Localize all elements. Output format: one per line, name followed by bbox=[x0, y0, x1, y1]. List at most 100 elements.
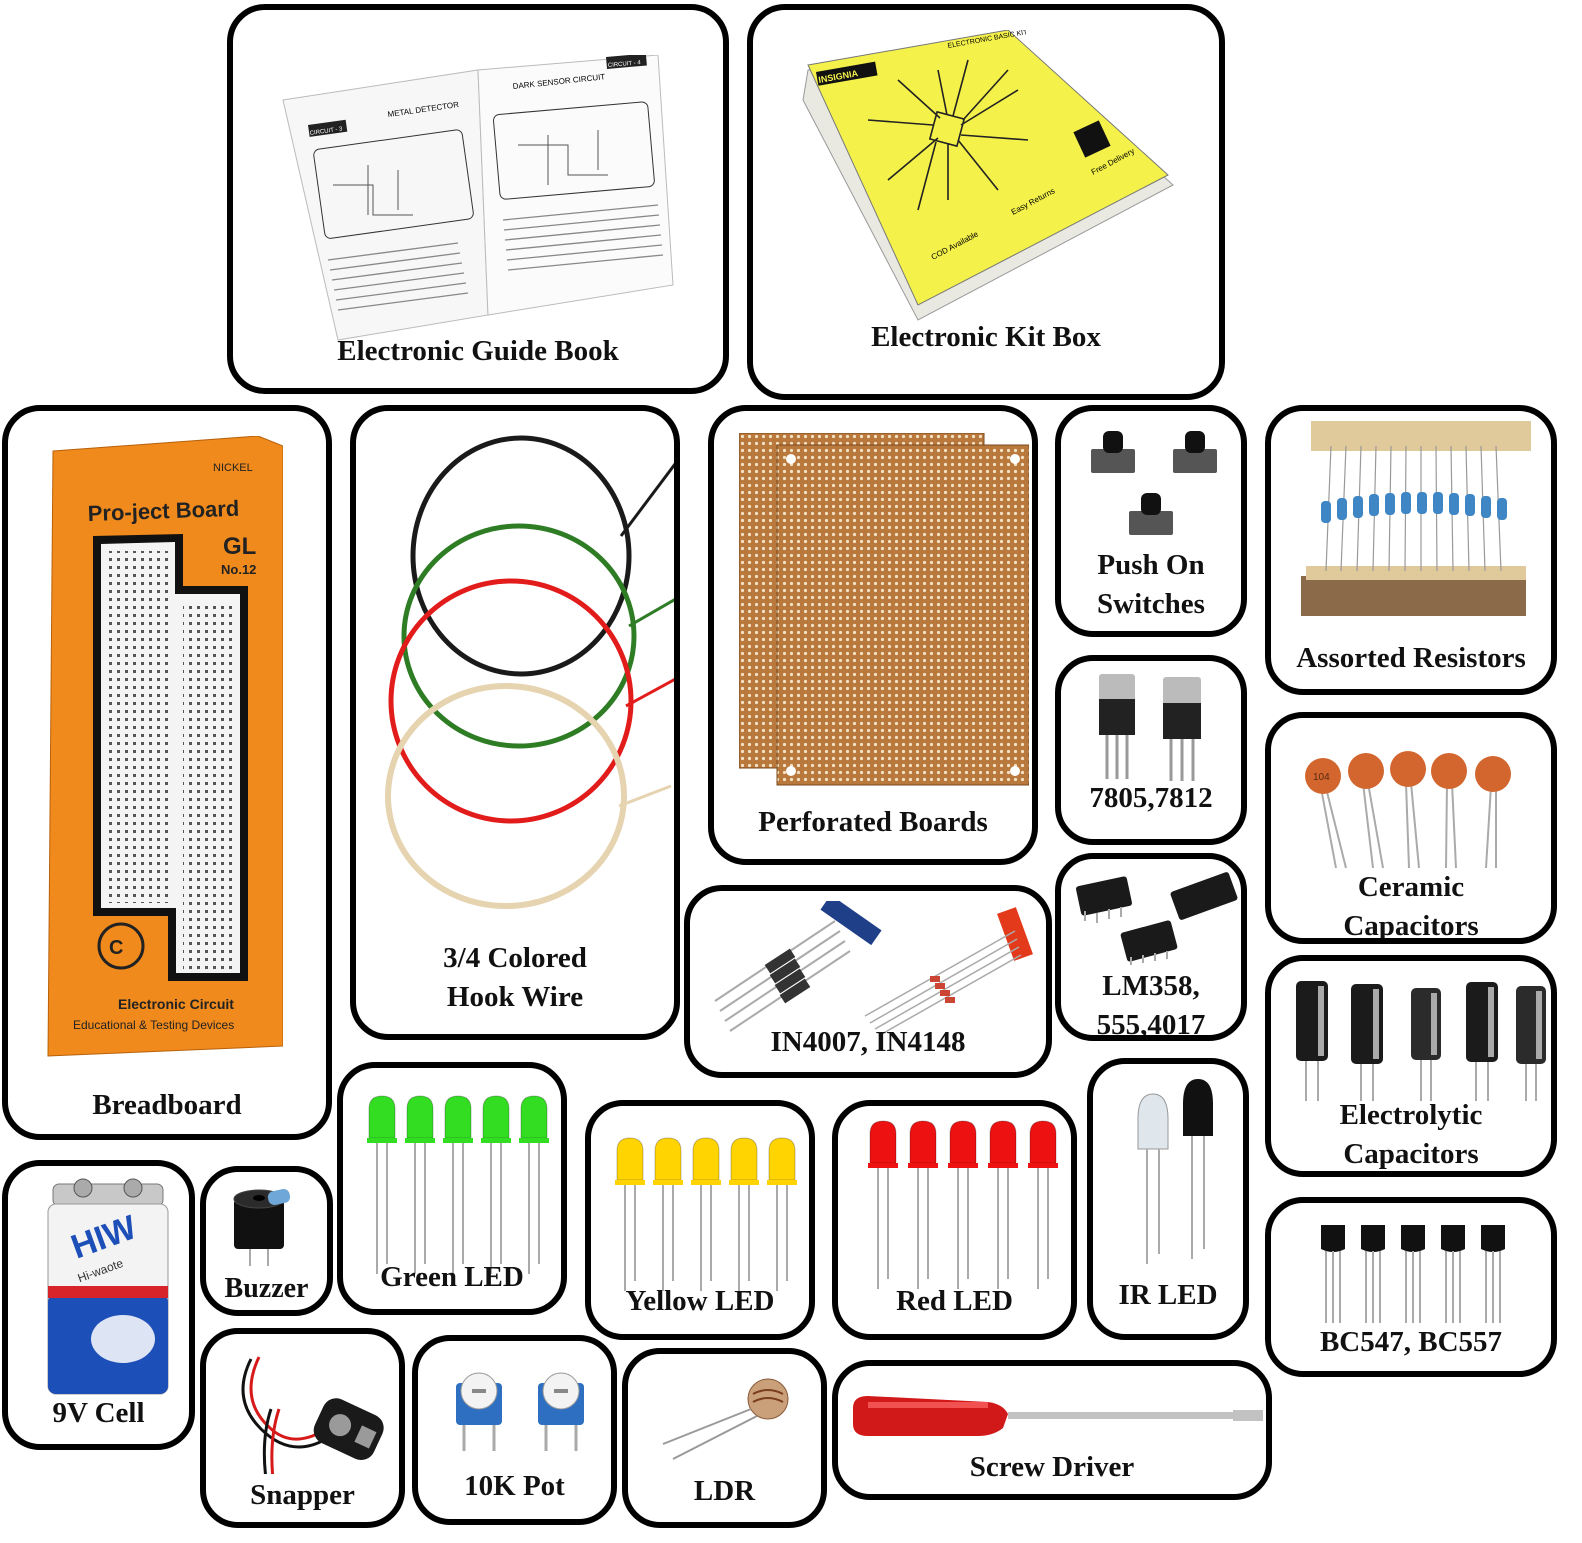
red-led-label: Red LED bbox=[896, 1285, 1013, 1317]
screwdriver-image bbox=[853, 1396, 1263, 1436]
breadboard-holes bbox=[109, 551, 235, 969]
breadboard-card: NICKEL Pro-ject Board GL No.12 C Electro… bbox=[2, 405, 332, 1140]
ir-led-card: IR LED bbox=[1087, 1058, 1249, 1340]
breadboard-nickel: NICKEL bbox=[213, 462, 253, 474]
electrolytic-caps-card: Electrolytic Capacitors bbox=[1265, 955, 1557, 1177]
green-led-card: Green LED bbox=[337, 1062, 567, 1315]
push-switches-label: Push On Switches bbox=[1061, 546, 1241, 624]
yellow-led-card: Yellow LED bbox=[585, 1100, 815, 1340]
kit-box-label: Electronic Kit Box bbox=[871, 321, 1101, 353]
led bbox=[481, 1095, 511, 1274]
led bbox=[653, 1137, 683, 1291]
hook-wire-label-line2: Hook Wire bbox=[446, 981, 584, 1014]
ldr-image bbox=[662, 1378, 789, 1460]
led bbox=[691, 1137, 721, 1291]
guide-book-image: METAL DETECTOR DARK SENSOR CIRCUIT CIRCU… bbox=[282, 55, 674, 341]
led bbox=[1028, 1120, 1058, 1289]
led bbox=[519, 1095, 549, 1274]
red-wire-coil bbox=[388, 578, 634, 824]
resistors-card: Assorted Resistors bbox=[1265, 405, 1557, 695]
led bbox=[367, 1095, 397, 1274]
hook-wire-label: 3/4 Colored Hook Wire bbox=[356, 939, 674, 1017]
screwdriver-label: Screw Driver bbox=[969, 1451, 1135, 1483]
diodes-card: IN4007, IN4148 bbox=[684, 885, 1052, 1078]
electrolytic-cap-cans bbox=[1296, 981, 1546, 1064]
book-left-tag: CIRCUIT - 3 bbox=[309, 126, 343, 137]
breadboard-tagline: Educational & Testing Devices bbox=[73, 1018, 234, 1032]
led bbox=[948, 1120, 978, 1289]
white-wire-coil bbox=[385, 683, 627, 909]
diode-strip-4148 bbox=[864, 907, 1033, 1036]
ceramic-caps-label-line2: Capacitors bbox=[1343, 910, 1479, 943]
buzzer-image bbox=[233, 1188, 291, 1266]
green-wire-coil bbox=[401, 523, 637, 749]
kit-box-image: INSIGNIA ELECTRONIC BASIC KIT COD Availa… bbox=[802, 30, 1174, 321]
diodes-label: IN4007, IN4148 bbox=[770, 1026, 966, 1058]
ics-label-line1: LM358, bbox=[1102, 970, 1200, 1002]
breadboard-label: Breadboard bbox=[92, 1089, 242, 1121]
ic-chips bbox=[1076, 872, 1238, 962]
ceramic-caps-card: 104 Ceramic Capacitors bbox=[1265, 712, 1557, 944]
ldr-label: LDR bbox=[693, 1475, 756, 1507]
push-switches-card: Push On Switches bbox=[1055, 405, 1247, 637]
perf-boards-card: Perforated Boards bbox=[708, 405, 1038, 865]
led bbox=[405, 1095, 435, 1274]
ir-receiver-led bbox=[1183, 1079, 1213, 1259]
breadboard-subtitle: Electronic Circuit bbox=[118, 996, 234, 1012]
transistor-parts bbox=[1321, 1225, 1505, 1323]
guide-book-card: METAL DETECTOR DARK SENSOR CIRCUIT CIRCU… bbox=[227, 4, 729, 394]
resistors-label: Assorted Resistors bbox=[1296, 642, 1526, 674]
ics-label: LM358, 555,4017 bbox=[1061, 967, 1241, 1035]
svg-text:C: C bbox=[109, 937, 123, 959]
electrolytic-caps-label-line1: Electrolytic bbox=[1339, 1099, 1483, 1131]
screwdriver-shaft bbox=[1008, 1412, 1238, 1419]
black-wire-coil bbox=[410, 435, 632, 677]
diodes-image bbox=[714, 901, 1033, 1036]
breadboard-image: NICKEL Pro-ject Board GL No.12 C Electro… bbox=[47, 436, 283, 1057]
ir-led-image bbox=[1137, 1079, 1213, 1264]
electrolytic-caps-image bbox=[1296, 981, 1546, 1101]
green-led-image bbox=[367, 1095, 549, 1274]
snapper-image bbox=[241, 1356, 384, 1474]
electrolytic-caps-label-line2: Capacitors bbox=[1343, 1138, 1479, 1171]
buzzer-label: Buzzer bbox=[224, 1273, 309, 1304]
push-switch bbox=[1091, 431, 1217, 535]
transistor bbox=[1481, 1225, 1505, 1323]
perf-board-front bbox=[776, 444, 1029, 786]
trimmer-pot bbox=[456, 1372, 584, 1451]
snapper-label: Snapper bbox=[250, 1479, 355, 1511]
battery-image: HIW Hi-waote bbox=[47, 1178, 169, 1395]
battery-label: 9V Cell bbox=[52, 1397, 145, 1429]
led bbox=[615, 1137, 645, 1291]
breadboard-title: Pro-ject Board bbox=[87, 496, 239, 526]
regulator-7812 bbox=[1163, 677, 1201, 781]
diode-strip-4007 bbox=[714, 901, 882, 1032]
hook-wire-image bbox=[385, 435, 674, 909]
guide-book-label: Electronic Guide Book bbox=[337, 335, 619, 367]
resistors-image bbox=[1301, 421, 1531, 616]
electrolytic-caps-label: Electrolytic Capacitors bbox=[1271, 1096, 1551, 1171]
kit-box-lid bbox=[807, 30, 1169, 306]
led bbox=[908, 1120, 938, 1289]
book-right-tag: CIRCUIT - 4 bbox=[608, 60, 642, 69]
buzzer-card: Buzzer bbox=[200, 1166, 333, 1316]
regulators-image bbox=[1099, 674, 1201, 781]
regulators-card: 7805,7812 bbox=[1055, 655, 1247, 845]
transistor bbox=[1321, 1225, 1345, 1323]
push-switches-image bbox=[1091, 431, 1217, 535]
transistor bbox=[1401, 1225, 1425, 1323]
hook-wire-label-line1: 3/4 Colored bbox=[443, 942, 587, 974]
ceramic-caps-image: 104 bbox=[1305, 751, 1511, 868]
transistors-card: BC547, BC557 bbox=[1265, 1197, 1557, 1377]
regulators-label: 7805,7812 bbox=[1089, 782, 1213, 814]
ceramic-cap-code: 104 bbox=[1313, 772, 1330, 783]
pot-card: 10K Pot bbox=[412, 1335, 617, 1525]
resistor-bodies bbox=[1321, 492, 1507, 523]
ir-emitter-led bbox=[1137, 1093, 1169, 1264]
transistor bbox=[1441, 1225, 1465, 1323]
red-led-card: Red LED bbox=[832, 1100, 1077, 1340]
led bbox=[729, 1137, 759, 1291]
ir-led-label: IR LED bbox=[1118, 1279, 1218, 1311]
green-led-label: Green LED bbox=[380, 1261, 524, 1293]
screwdriver-card: Screw Driver bbox=[832, 1360, 1272, 1500]
